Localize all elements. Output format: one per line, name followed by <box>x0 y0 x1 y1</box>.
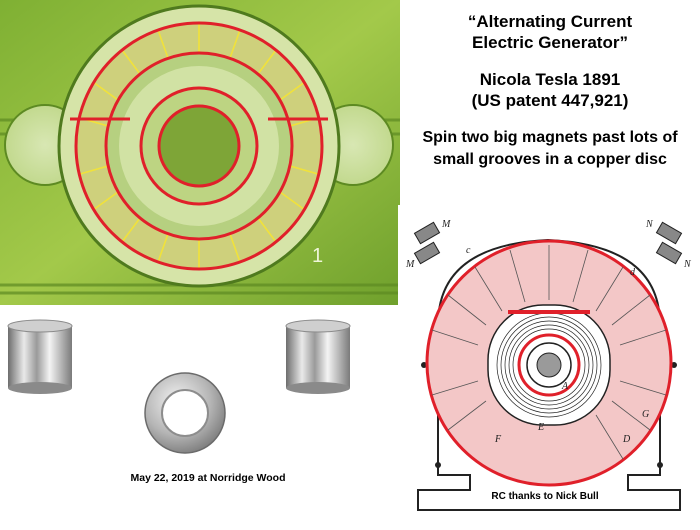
label-g: G <box>642 409 649 420</box>
label-f: F <box>494 434 502 445</box>
label-m-top: M <box>441 219 451 230</box>
cylinder-magnet-right <box>283 318 353 396</box>
generator-diagram: M M N N c d E F G D A <box>398 205 700 525</box>
label-n-bottom: N <box>683 259 692 270</box>
label-c: c <box>466 245 471 256</box>
crop-circle-drawing: 1 <box>0 0 400 305</box>
label-d: d <box>630 267 636 278</box>
cylinder-magnet-left <box>5 318 75 396</box>
label-m-bottom: M <box>405 259 415 270</box>
title-block: “Alternating Current Electric Generator”… <box>400 0 700 205</box>
credit-text: RC thanks to Nick Bull <box>491 491 599 502</box>
crop-circle-photo: 1 <box>0 0 400 305</box>
label-e: E <box>537 422 544 433</box>
description-line-1: Spin two big magnets past lots of <box>422 129 678 146</box>
title-line-2: Electric Generator” <box>472 33 628 52</box>
inventor-line: Nicola Tesla 1891 <box>479 70 621 89</box>
label-a: A <box>561 381 569 392</box>
ring-magnet <box>140 368 230 458</box>
patent-line: (US patent 447,921) <box>471 91 629 110</box>
svg-text:1: 1 <box>312 245 323 267</box>
photo-caption: May 22, 2019 at Norridge Wood <box>130 472 286 484</box>
description-line-2: small grooves in a copper disc <box>433 151 667 168</box>
label-d-lower: D <box>622 434 631 445</box>
title-line-1: “Alternating Current <box>467 12 633 31</box>
label-n-top: N <box>645 219 654 230</box>
